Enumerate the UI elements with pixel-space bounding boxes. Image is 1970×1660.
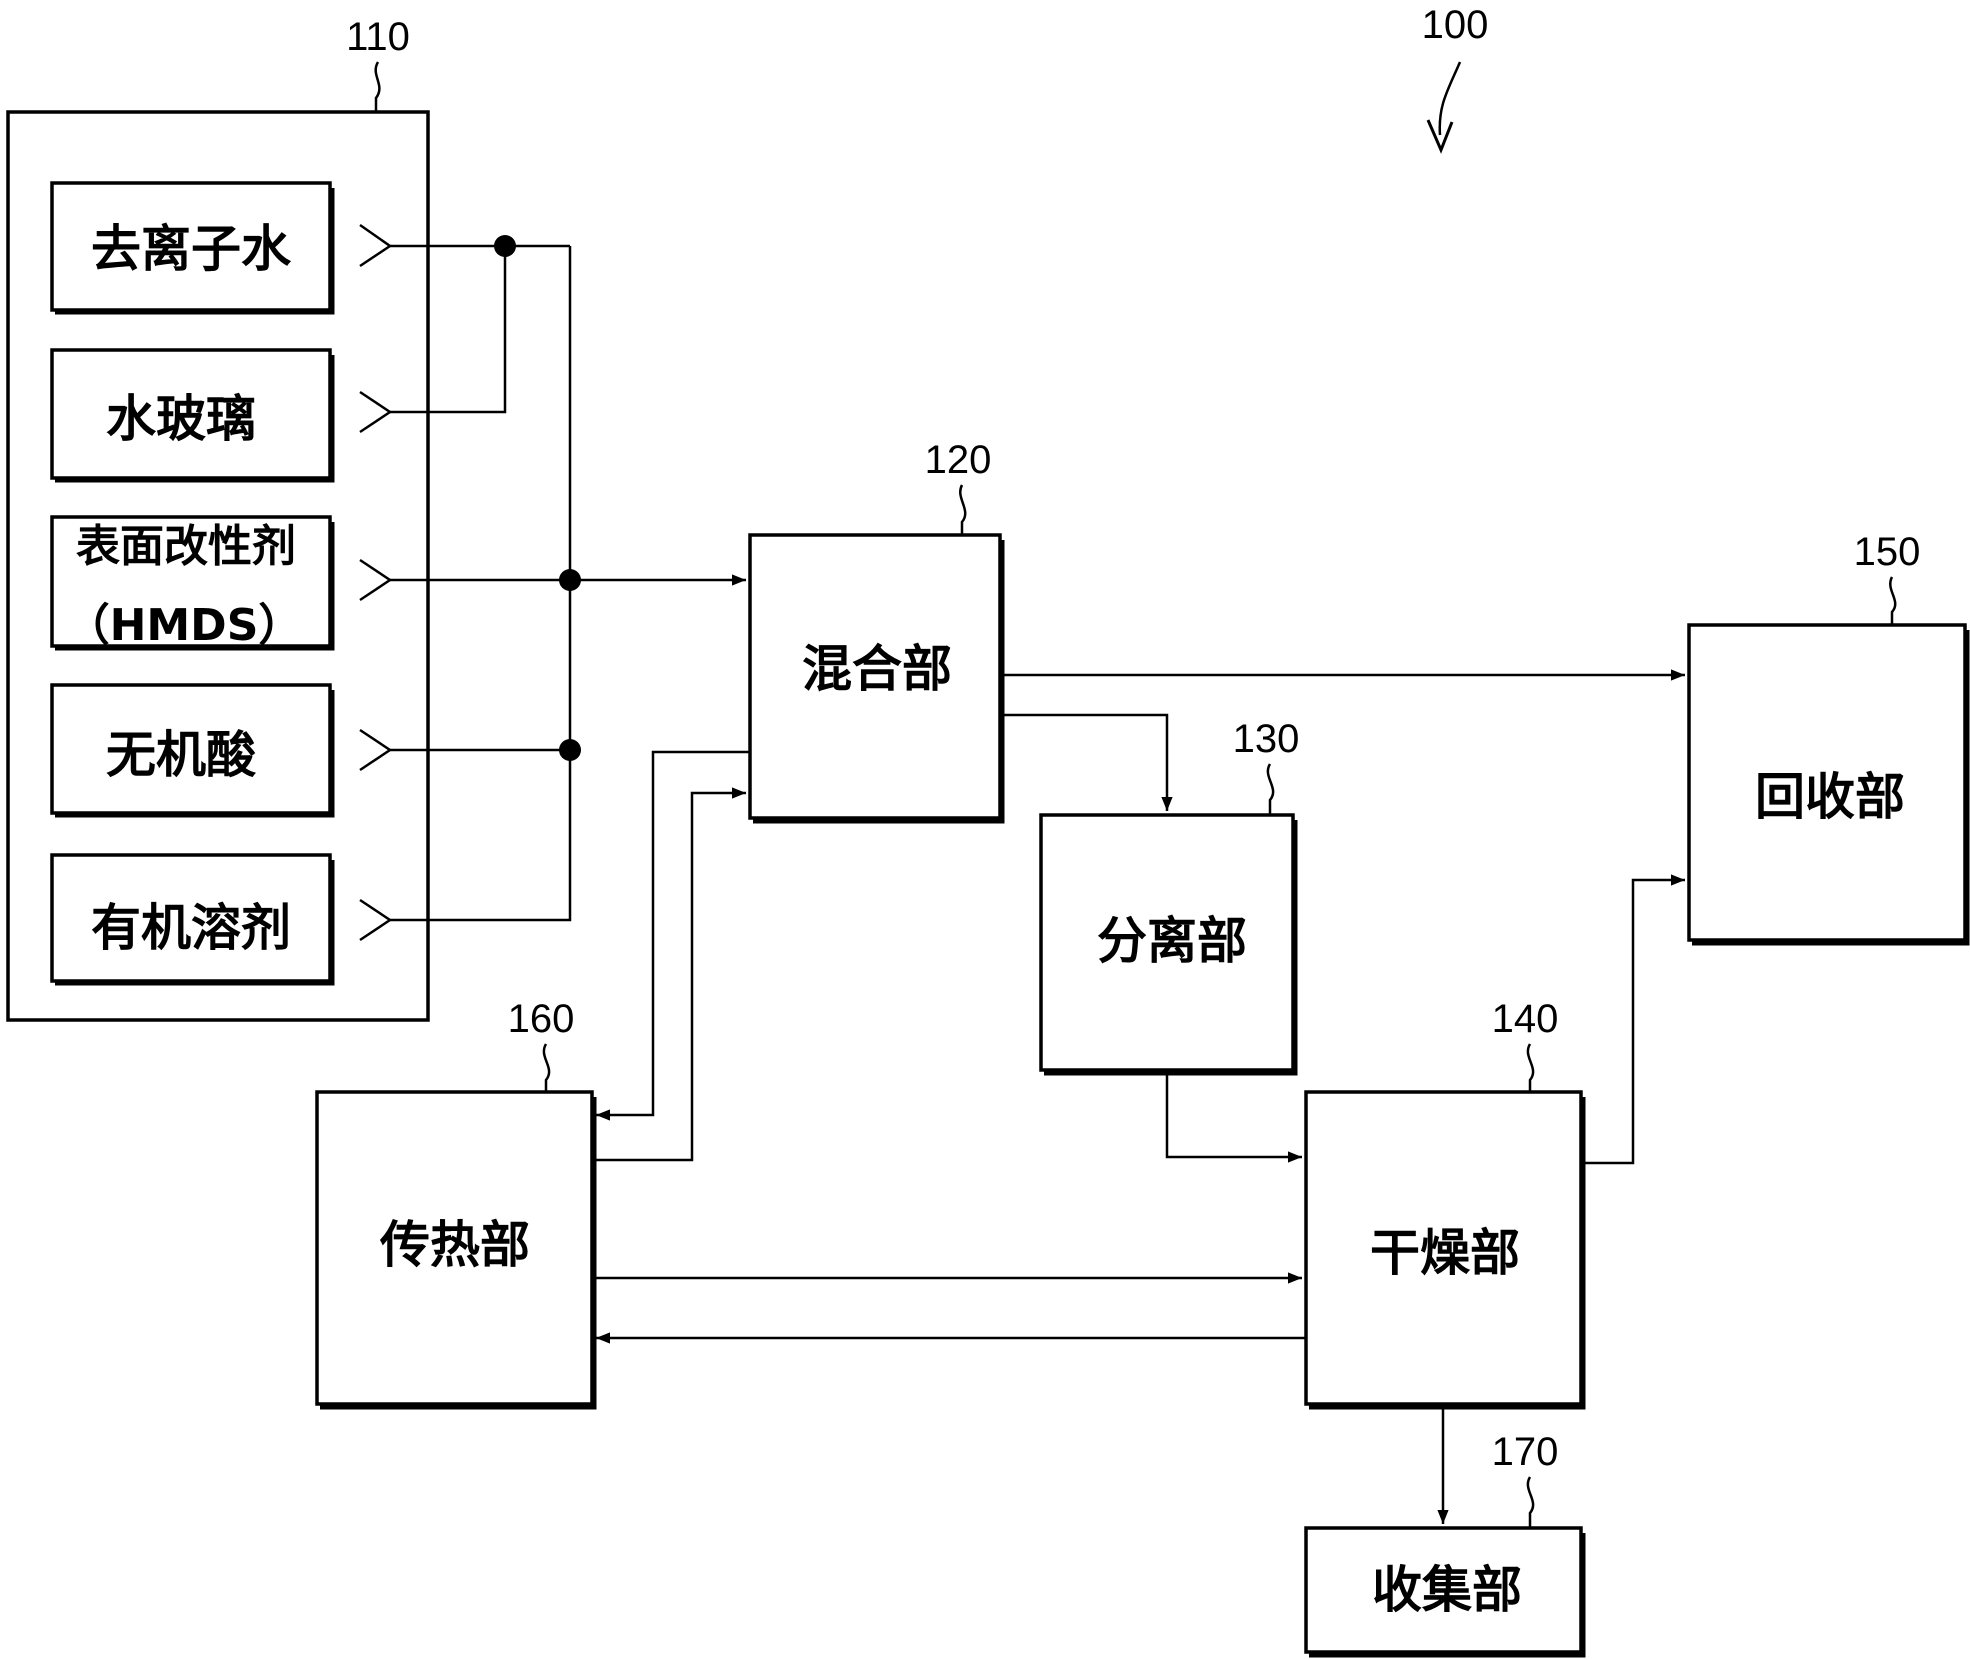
supply-item-label: 水玻璃 bbox=[106, 390, 256, 448]
mixing-unit: 混合部 120 bbox=[750, 438, 1002, 821]
heat-transfer-unit-ref: 160 bbox=[508, 997, 575, 1041]
mixing-to-heat-arrow bbox=[596, 752, 750, 1115]
drying-to-recovery-arrow bbox=[1581, 880, 1685, 1163]
separation-unit: 分离部 130 bbox=[1041, 717, 1299, 1073]
supply-item-water-glass: 水玻璃 bbox=[52, 350, 332, 480]
collection-unit-label: 收集部 bbox=[1372, 1561, 1522, 1619]
heat-transfer-unit-label: 传热部 bbox=[379, 1216, 530, 1274]
heat-to-mixing-arrow bbox=[592, 793, 746, 1160]
drying-unit: 干燥部 140 bbox=[1306, 997, 1583, 1407]
supply-item-surface-modifier: 表面改性剂 （HMDS） bbox=[52, 517, 332, 651]
supply-item-inorganic-acid: 无机酸 bbox=[52, 685, 332, 815]
supply-group: 110 去离子水 水玻璃 表面改性剂 （HMDS） 无机酸 有机溶剂 bbox=[8, 15, 428, 1020]
separation-unit-ref: 130 bbox=[1233, 717, 1300, 761]
supply-item-organic-solvent: 有机溶剂 bbox=[52, 855, 332, 983]
mixing-unit-label: 混合部 bbox=[802, 640, 952, 698]
drying-unit-ref: 140 bbox=[1492, 997, 1559, 1041]
figure-number: 100 bbox=[1422, 3, 1489, 47]
recovery-unit: 回收部 150 bbox=[1689, 530, 1967, 943]
supply-item-label: 有机溶剂 bbox=[91, 899, 291, 957]
recovery-unit-label: 回收部 bbox=[1755, 768, 1905, 826]
collection-unit-ref: 170 bbox=[1492, 1430, 1559, 1474]
drying-unit-label: 干燥部 bbox=[1370, 1224, 1520, 1282]
collection-unit: 收集部 170 bbox=[1306, 1430, 1583, 1655]
supply-group-leader bbox=[376, 62, 380, 112]
separation-to-drying-arrow bbox=[1167, 1070, 1302, 1157]
heat-transfer-unit: 传热部 160 bbox=[317, 997, 594, 1407]
separation-unit-label: 分离部 bbox=[1097, 912, 1247, 970]
recovery-unit-ref: 150 bbox=[1854, 530, 1921, 574]
supply-group-ref: 110 bbox=[346, 15, 410, 59]
supply-item-label: 去离子水 bbox=[91, 220, 292, 278]
mixing-to-separation-arrow bbox=[1000, 715, 1167, 811]
mixing-unit-ref: 120 bbox=[925, 438, 992, 482]
supply-item-deionized-water: 去离子水 bbox=[52, 183, 332, 312]
supply-item-label: 无机酸 bbox=[106, 726, 257, 784]
supply-item-label-secondary: （HMDS） bbox=[66, 600, 303, 651]
supply-item-label: 表面改性剂 bbox=[76, 521, 296, 572]
